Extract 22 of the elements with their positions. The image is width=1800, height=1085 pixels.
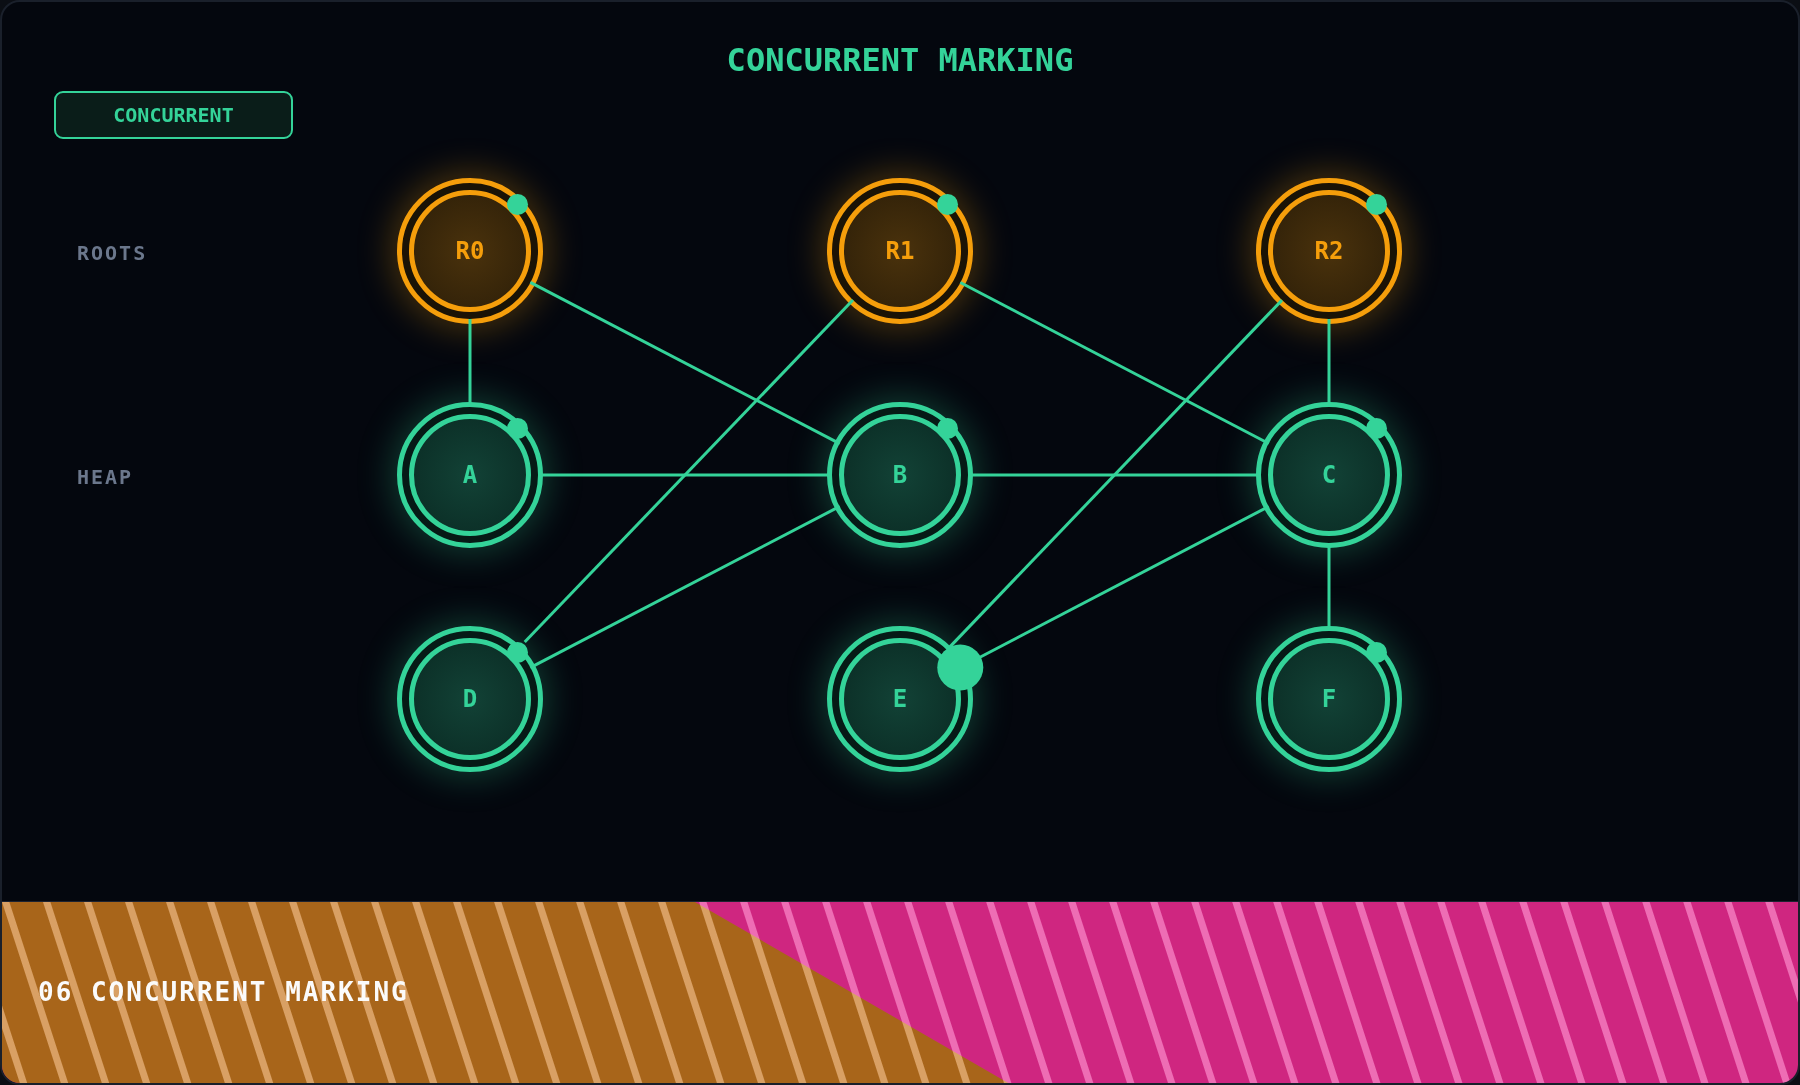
connector-line: [529, 505, 841, 669]
node-label: F: [1321, 685, 1337, 713]
node-label: D: [462, 685, 478, 713]
footer-title: 06 CONCURRENT MARKING: [38, 976, 409, 1009]
node-label: R1: [885, 237, 915, 265]
row-label: HEAP: [77, 464, 134, 490]
node-label: C: [1321, 461, 1337, 489]
row-label: ROOTS: [77, 240, 148, 266]
mode-label: CONCURRENT: [113, 102, 234, 129]
connector-line: [959, 281, 1270, 445]
connector-line: [523, 299, 854, 644]
node-label: A: [462, 461, 478, 489]
node-label: E: [892, 685, 908, 713]
mode-badge: [54, 91, 293, 139]
node-label: R0: [455, 237, 485, 265]
connector-line: [937, 505, 1270, 691]
node-label: B: [892, 461, 908, 489]
connector-line: [529, 281, 841, 445]
diagram-title: CONCURRENT MARKING: [726, 40, 1074, 80]
connector-line: [945, 299, 1284, 651]
node-label: R2: [1314, 237, 1344, 265]
footer-band: [2, 901, 1798, 1083]
